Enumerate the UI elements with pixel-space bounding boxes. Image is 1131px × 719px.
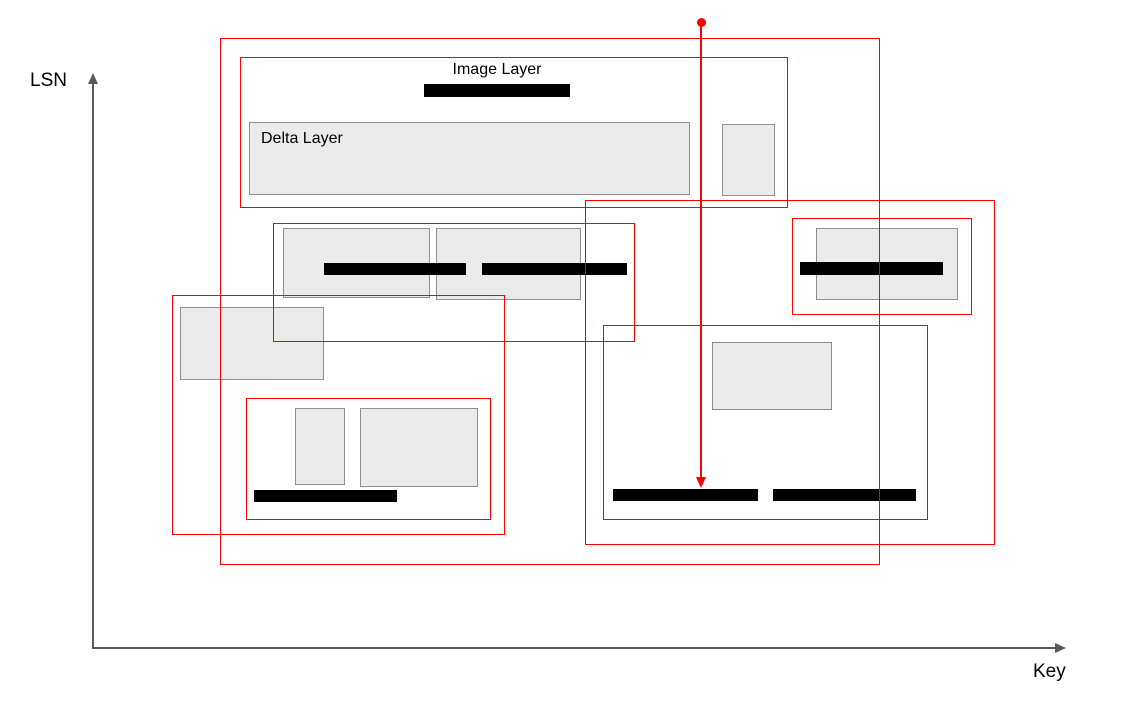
query-arrow-head-icon xyxy=(696,477,706,488)
delta-layer-bottom-right xyxy=(712,342,832,410)
image-layer-bottom-left xyxy=(254,490,397,502)
delta-layer-bottom-left-inner-1 xyxy=(295,408,345,485)
partition-top xyxy=(240,57,788,208)
partition-right-small xyxy=(792,218,972,315)
key-axis-arrowhead-icon xyxy=(1055,643,1066,653)
image-layer-mid-left-a xyxy=(324,263,466,275)
partition-mid-left xyxy=(273,223,635,342)
delta-layer-bottom-left-upper xyxy=(180,307,324,380)
key-axis-label: Key xyxy=(1033,661,1066,682)
query-arrow-line xyxy=(700,22,702,479)
delta-layer-label: Delta Layer xyxy=(261,130,343,147)
delta-layer-bottom-left-inner-2 xyxy=(360,408,478,487)
image-layer-label: Image Layer xyxy=(452,61,542,78)
lsn-axis-arrowhead-icon xyxy=(88,73,98,84)
delta-layer-labeled xyxy=(249,122,690,195)
partition-outer xyxy=(220,38,880,565)
key-axis-line xyxy=(92,647,1058,649)
image-layer-bottom-right-a xyxy=(613,489,758,501)
delta-layer-top-small xyxy=(722,124,775,196)
lsn-axis-label: LSN xyxy=(30,70,67,91)
image-layer-mid-left-b xyxy=(482,263,627,275)
partition-bottom-left xyxy=(172,295,505,535)
lsn-axis-line xyxy=(92,84,94,648)
partition-right-tall xyxy=(585,200,995,545)
image-layer-top xyxy=(424,84,570,97)
image-layer-bottom-right-b xyxy=(773,489,916,501)
image-layer-right xyxy=(800,262,943,275)
partition-bottom-left-inner xyxy=(246,398,491,520)
partition-bottom-right-inner xyxy=(603,325,928,520)
